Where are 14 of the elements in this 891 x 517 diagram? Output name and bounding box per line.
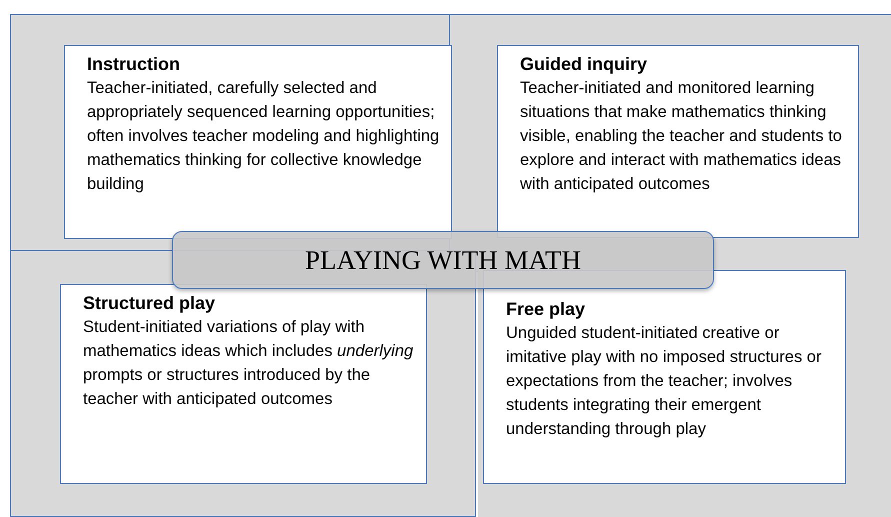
banner-title: PLAYING WITH MATH <box>305 244 581 276</box>
card-heading: Guided inquiry <box>520 53 648 76</box>
description-card <box>483 270 846 484</box>
card-description: Teacher-initiated and monitored learning situations that make mathematics thinking visible, enabling the teacher and students to explore and interact with mathematics ideas with anticipated outcomes <box>520 78 843 195</box>
card-heading: Instruction <box>87 53 181 76</box>
card-description: Teacher-initiated, carefully selected and appropriately sequenced learning opportunities; often involves teacher modeling and highlighting mathematics thinking for collective knowledge building <box>87 78 440 195</box>
title-banner <box>172 231 714 289</box>
description-card <box>60 284 427 484</box>
card-description: Student-initiated variations of play with mathematics ideas which includes underlying prompts or structures introduced by the teacher with anticipated outcomes <box>83 317 414 410</box>
description-card <box>64 45 452 239</box>
card-description: Unguided student-initiated creative or imitative play with no imposed structures or expectations from the teacher; involves students integrating their emergent understanding through play <box>506 323 822 440</box>
description-card <box>497 45 859 238</box>
card-heading: Structured play <box>83 292 216 315</box>
card-heading: Free play <box>506 298 586 321</box>
